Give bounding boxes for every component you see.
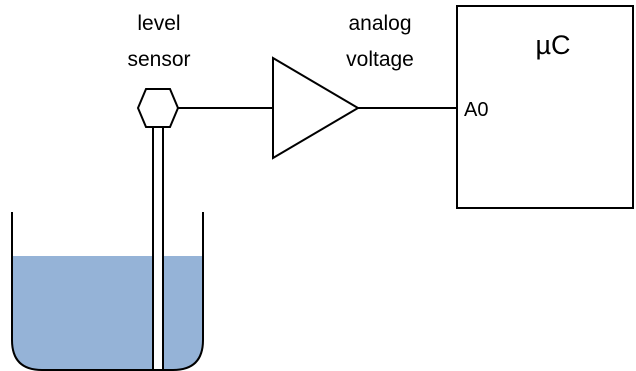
microcontroller-box [456,5,634,209]
mcu-pin-label: A0 [464,99,488,121]
amp-label-line1: analog [348,12,411,35]
liquid-fill [12,256,203,370]
sensor-probe-rod [152,126,164,371]
liquid-container [11,212,204,371]
amplifier-triangle [272,56,360,160]
sensor-label-line2: sensor [127,48,190,71]
sensor-label-line1: level [137,12,180,35]
mcu-title: µC [535,30,570,60]
sensor-head-hexagon [136,88,180,128]
amp-label-line2: voltage [346,48,414,71]
